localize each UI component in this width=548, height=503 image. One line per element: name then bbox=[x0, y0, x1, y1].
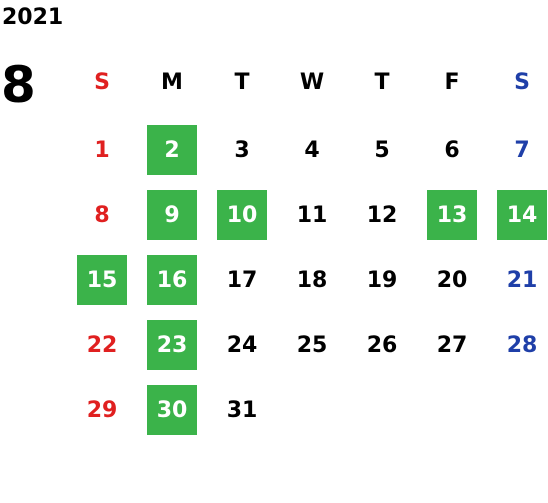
day-cell[interactable]: 8 bbox=[94, 202, 110, 228]
day-cell[interactable]: 4 bbox=[304, 137, 320, 163]
day-cell[interactable]: 1 bbox=[94, 137, 110, 163]
day-cell[interactable]: 29 bbox=[86, 397, 118, 423]
day-cell[interactable]: 11 bbox=[296, 202, 328, 228]
day-cell[interactable]: 19 bbox=[366, 267, 398, 293]
day-cell-highlighted[interactable]: 2 bbox=[147, 125, 197, 175]
day-cell-highlighted[interactable]: 23 bbox=[147, 320, 197, 370]
day-cell[interactable]: 3 bbox=[234, 137, 250, 163]
day-cell[interactable]: 22 bbox=[86, 332, 118, 358]
weekday-header: F bbox=[444, 69, 460, 95]
day-cell-highlighted[interactable]: 13 bbox=[427, 190, 477, 240]
day-cell[interactable]: 12 bbox=[366, 202, 398, 228]
day-cell[interactable]: 28 bbox=[506, 332, 538, 358]
day-cell[interactable]: 7 bbox=[514, 137, 530, 163]
weekday-header: M bbox=[161, 69, 183, 95]
day-cell[interactable]: 6 bbox=[444, 137, 460, 163]
month-number: 8 bbox=[1, 56, 36, 114]
day-cell-highlighted[interactable]: 30 bbox=[147, 385, 197, 435]
day-cell[interactable]: 18 bbox=[296, 267, 328, 293]
day-cell[interactable]: 25 bbox=[296, 332, 328, 358]
day-cell-highlighted[interactable]: 16 bbox=[147, 255, 197, 305]
weekday-header: S bbox=[514, 69, 530, 95]
weekday-header: S bbox=[94, 69, 110, 95]
day-cell[interactable]: 20 bbox=[436, 267, 468, 293]
weekday-header: T bbox=[374, 69, 390, 95]
day-cell[interactable]: 24 bbox=[226, 332, 258, 358]
year-label: 2021 bbox=[2, 5, 64, 30]
day-cell-highlighted[interactable]: 10 bbox=[217, 190, 267, 240]
day-cell[interactable]: 5 bbox=[374, 137, 390, 163]
day-cell[interactable]: 31 bbox=[226, 397, 258, 423]
weekday-header: T bbox=[234, 69, 250, 95]
day-cell[interactable]: 21 bbox=[506, 267, 538, 293]
day-cell[interactable]: 17 bbox=[226, 267, 258, 293]
day-cell[interactable]: 27 bbox=[436, 332, 468, 358]
day-cell[interactable]: 26 bbox=[366, 332, 398, 358]
day-cell-highlighted[interactable]: 15 bbox=[77, 255, 127, 305]
day-cell-highlighted[interactable]: 14 bbox=[497, 190, 547, 240]
day-cell-highlighted[interactable]: 9 bbox=[147, 190, 197, 240]
weekday-header: W bbox=[299, 69, 325, 95]
